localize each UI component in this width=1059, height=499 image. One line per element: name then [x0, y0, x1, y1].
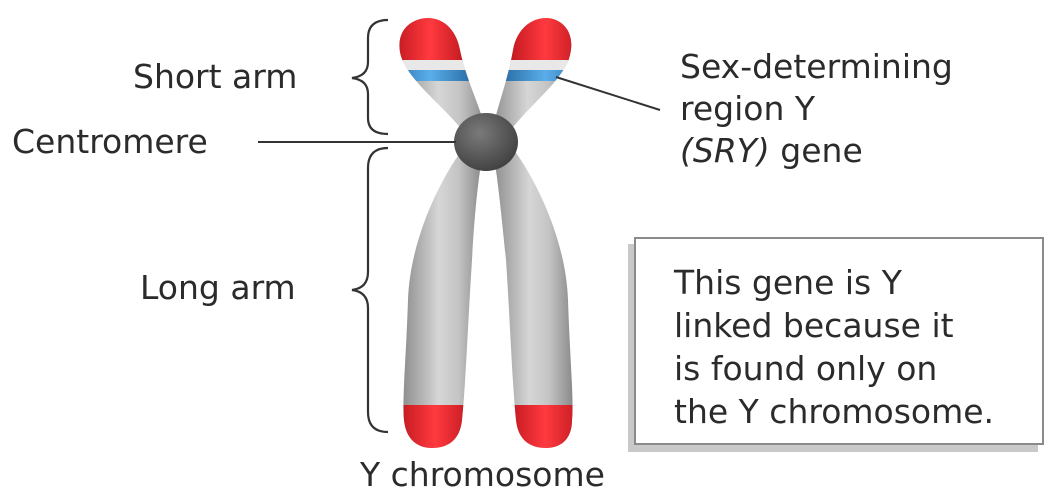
sry-band-right: [505, 70, 585, 81]
sry-gene-word: gene: [770, 131, 863, 170]
telomere-left-top: [390, 10, 470, 62]
centromere-label: Centromere: [12, 122, 208, 162]
long-arm-brace: [352, 148, 388, 432]
short-arm-label: Short arm: [133, 57, 297, 97]
short-arm-brace: [352, 20, 388, 134]
long-arm-left-chromatid: [395, 150, 482, 455]
centromere-circle: [454, 113, 518, 171]
long-arm-right-chromatid: [494, 150, 585, 455]
telomere-right-bottom: [505, 405, 585, 455]
sry-leader-line: [556, 77, 660, 110]
sry-label-line3: (SRY) gene: [680, 130, 953, 172]
sry-abbreviation: (SRY): [680, 131, 770, 170]
diagram-caption: Y chromosome: [360, 455, 605, 495]
short-arm-right-chromatid: [492, 10, 585, 138]
sry-label-line2: region Y: [680, 88, 953, 130]
sry-band-left: [390, 70, 470, 81]
telomere-left-bottom: [395, 405, 475, 455]
sry-label-line1: Sex-determining: [680, 46, 953, 88]
callout-text: This gene is Y linked because it is foun…: [674, 261, 994, 433]
y-linked-callout-box: This gene is Y linked because it is foun…: [634, 237, 1044, 445]
long-arm-label: Long arm: [140, 268, 296, 308]
sry-label: Sex-determining region Y (SRY) gene: [680, 46, 953, 172]
telomere-right-top: [505, 10, 585, 62]
